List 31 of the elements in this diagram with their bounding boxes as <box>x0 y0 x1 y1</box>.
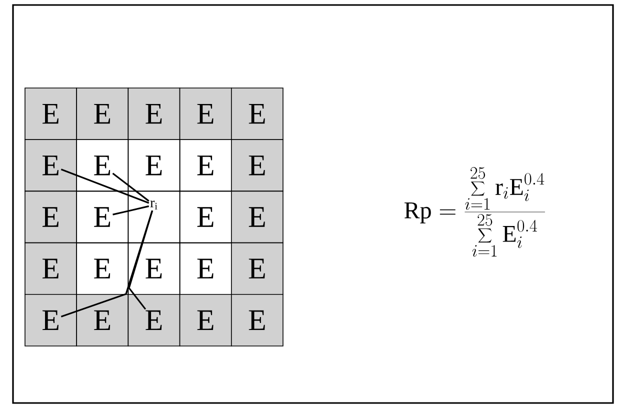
cell-letter: E <box>146 258 162 278</box>
cell-letter: E <box>146 310 162 330</box>
cell-letter: E <box>248 310 265 330</box>
cell-letter: E <box>94 258 110 278</box>
cell-letter: E <box>146 104 162 124</box>
line <box>128 210 154 310</box>
cell-letter: E <box>248 156 265 176</box>
cell-letter: E <box>94 207 110 227</box>
cell-letter: E <box>197 258 214 278</box>
cell-letter: E <box>94 104 110 124</box>
cell-letter: E <box>42 104 58 124</box>
cell-letter: E <box>42 258 58 278</box>
cell-letter: E <box>197 104 214 124</box>
cell-letter: E <box>146 156 162 176</box>
cell-letter: E <box>42 310 58 330</box>
cell-letter: E <box>42 207 58 227</box>
line <box>60 210 154 318</box>
distance-label: r$_{i}$ <box>150 200 158 210</box>
cell-letter: E <box>197 310 214 330</box>
cell-letter: E <box>94 156 110 176</box>
cell-letter: E <box>94 310 110 330</box>
cell-letter: E <box>248 207 265 227</box>
line <box>112 205 150 216</box>
formula: $\mathrm{Rp} = \frac{\displaystyle\sum_{i=1}^{25} \mathrm{r}_i \mathrm{E}_i^{0.4}}{\displaystyle\sum_{i=1}^{25} \mathrm{E}_i^{0.4}}$ <box>404 167 545 257</box>
line <box>60 168 150 204</box>
cell-letter: E <box>42 156 58 176</box>
cell-letter: E <box>197 156 214 176</box>
cell-letter: E <box>248 104 265 124</box>
line <box>112 172 150 202</box>
cell-letter: E <box>248 258 265 278</box>
cell-letter: E <box>197 207 214 227</box>
